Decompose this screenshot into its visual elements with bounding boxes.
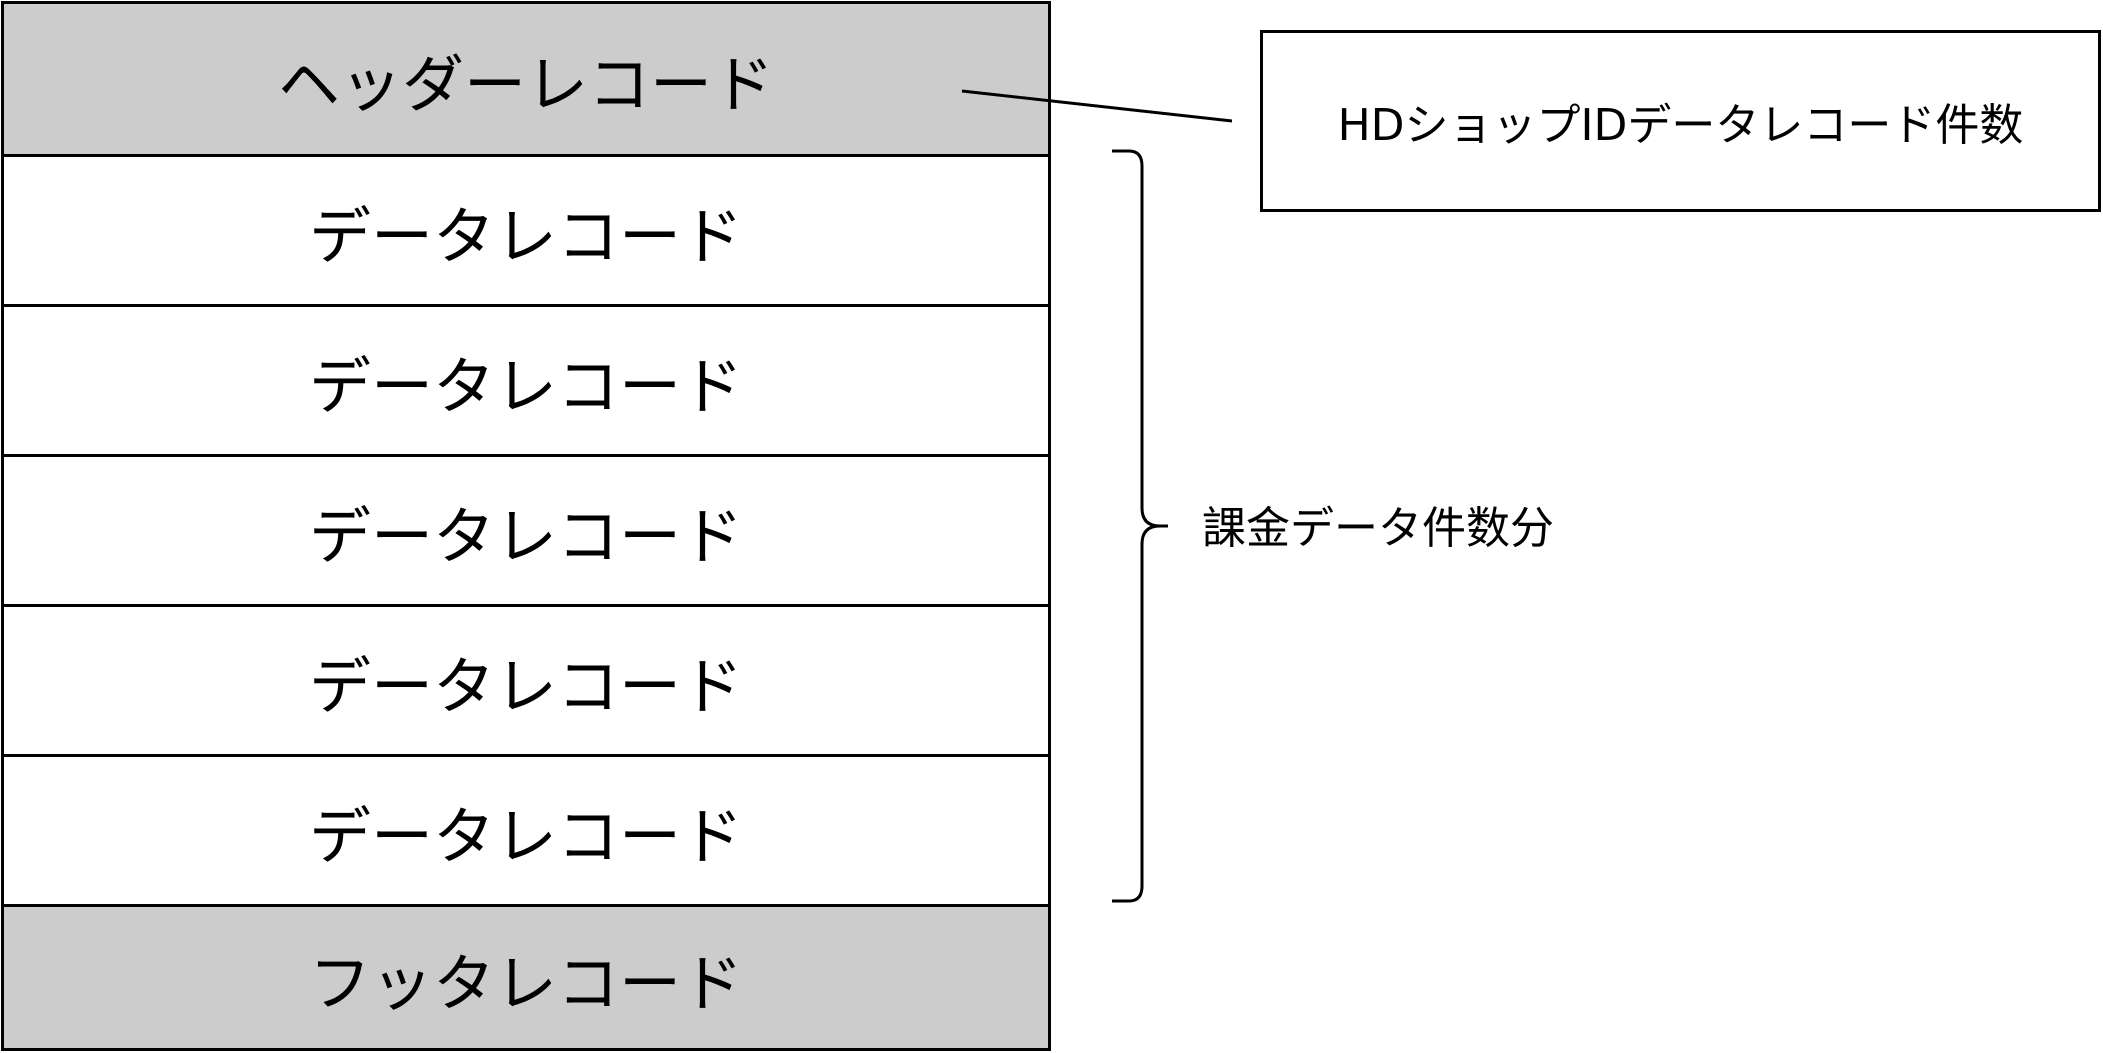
record-structure-stack: ヘッダーレコード データレコード データレコード データレコード データレコード…	[1, 1, 1051, 1051]
data-record-row: データレコード	[4, 154, 1048, 304]
data-record-label: データレコード	[308, 349, 743, 423]
data-record-label: データレコード	[308, 649, 743, 723]
header-record-label: ヘッダーレコード	[277, 48, 774, 121]
data-record-row: データレコード	[4, 754, 1048, 904]
data-record-row: データレコード	[4, 604, 1048, 754]
brace-label: 課金データ件数分	[1202, 503, 1554, 554]
data-record-label: データレコード	[308, 199, 743, 273]
data-record-label: データレコード	[308, 799, 743, 873]
data-record-label: データレコード	[308, 499, 743, 573]
header-callout-text: HDショップIDデータレコード件数	[1337, 100, 2024, 151]
footer-record-label: フッタレコード	[308, 946, 743, 1020]
header-record-row: ヘッダーレコード	[4, 4, 1048, 154]
footer-record-row: フッタレコード	[4, 904, 1048, 1048]
data-rows-brace	[1112, 149, 1168, 903]
data-record-row: データレコード	[4, 304, 1048, 454]
data-record-row: データレコード	[4, 454, 1048, 604]
header-callout-box: HDショップIDデータレコード件数	[1260, 30, 2101, 212]
